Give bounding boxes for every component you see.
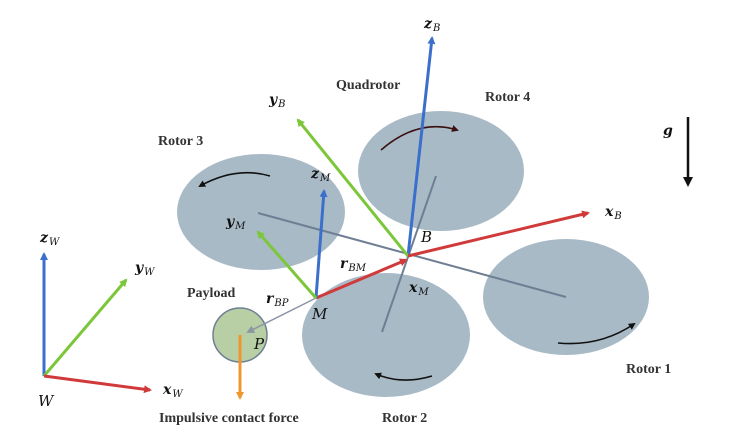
rotor-3-spin-arrow (198, 171, 271, 187)
z-m-label: zM (310, 166, 331, 184)
rotor-2-label: Rotor 2 (382, 411, 427, 425)
rotor-3-label: Rotor 3 (158, 134, 203, 149)
impulsive-force-label: Impulsive contact force (159, 411, 299, 425)
z-b-label: zB (423, 16, 440, 34)
world-x-axis (43, 374, 152, 394)
world-y-axis (42, 278, 128, 377)
rotor-1-label: Rotor 1 (626, 362, 671, 377)
r-bp-label: rBP (266, 291, 289, 309)
rotor-1-spin-arrow (557, 322, 636, 345)
point-w-label: W (38, 392, 55, 410)
payload-label: Payload (187, 286, 235, 301)
r-bp-vector (246, 297, 317, 333)
r-bm-vector (315, 258, 408, 300)
body-y-axis (296, 118, 410, 257)
body-x-axis (407, 210, 590, 258)
rotor-2-spin-arrow (374, 372, 433, 381)
z-w-label: zW (39, 230, 60, 248)
y-m-label: yM (225, 214, 246, 232)
m-z-axis (314, 189, 328, 299)
point-p-label: P (253, 335, 265, 353)
rotor-4-spin-arrow (380, 125, 459, 151)
quadrotor-label: Quadrotor (336, 78, 400, 93)
rotor-4-disc (358, 111, 524, 231)
r-bm-label: rBM (340, 256, 367, 274)
point-m-label: M (311, 305, 328, 323)
gravity-label: g (663, 123, 673, 139)
rotor-2-disc (302, 273, 470, 397)
x-b-label: xB (604, 204, 622, 222)
y-b-label: yB (268, 92, 286, 110)
point-b-label: B (420, 228, 432, 246)
rotor-4-label: Rotor 4 (485, 90, 530, 105)
x-w-label: xW (162, 382, 183, 400)
y-w-label: yW (134, 260, 155, 278)
rotor-3-disc (177, 154, 345, 270)
m-y-axis (256, 230, 318, 299)
body-z-axis (406, 36, 436, 257)
x-m-label: xM (408, 280, 429, 298)
